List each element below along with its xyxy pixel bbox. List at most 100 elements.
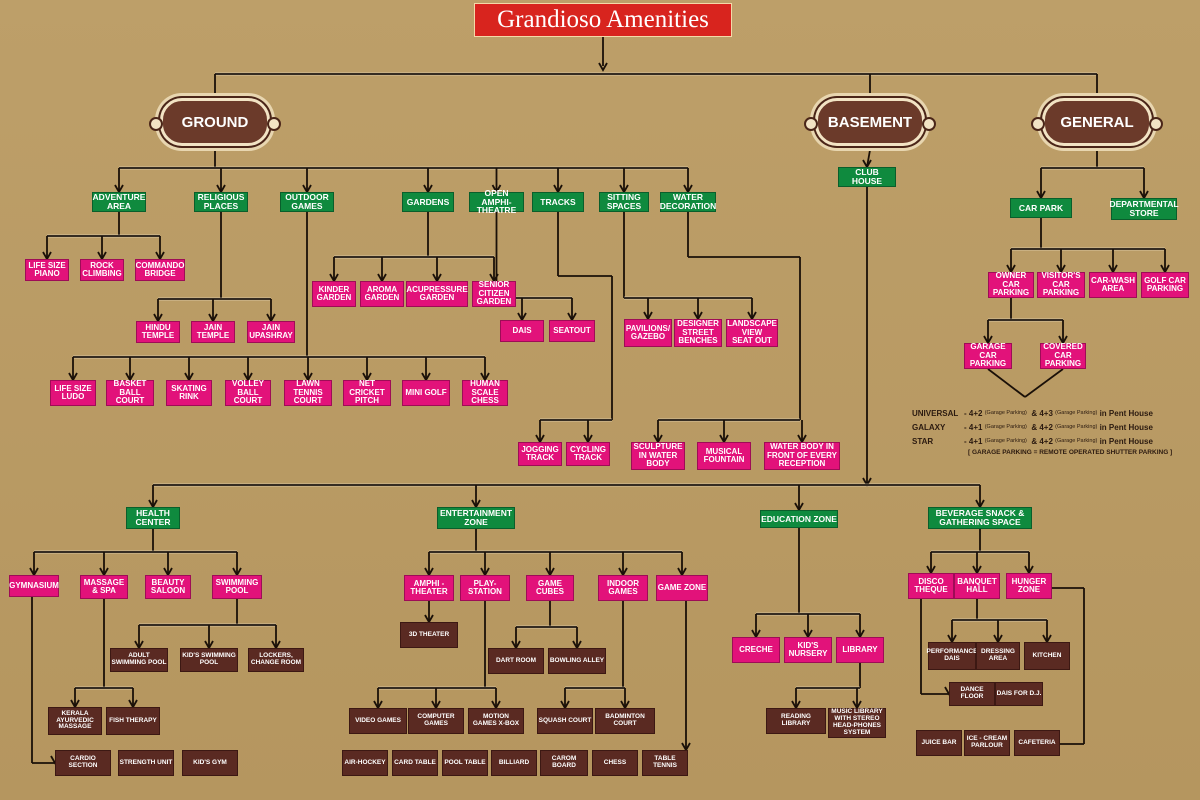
massage-spa-box: MASSAGE & SPA (80, 575, 128, 599)
dart-room-box: DART ROOM (488, 648, 544, 674)
health-center-box: HEALTH CENTER (126, 507, 180, 529)
chess-box: CHESS (592, 750, 638, 776)
legend-row-universal: UNIVERSAL - 4+2 (Garage Parking) & 4+3 (… (912, 408, 1153, 418)
jain-temple-box: JAIN TEMPLE (191, 321, 235, 343)
strength-unit-box: STRENGTH UNIT (118, 750, 174, 776)
squash-court-box: SQUASH COURT (537, 708, 593, 734)
motion-games-xbox-box: MOTION GAMES X-BOX (468, 708, 524, 734)
ground-plaque: GROUND (149, 98, 281, 146)
dance-floor-box: DANCE FLOOR (949, 682, 995, 706)
dais-box: DAIS (500, 320, 544, 342)
card-table-box: CARD TABLE (392, 750, 438, 776)
juice-bar-box: JUICE BAR (916, 730, 962, 756)
reading-library-box: READING LIBRARY (766, 708, 826, 734)
golf-car-parking-box: GOLF CAR PARKING (1141, 272, 1189, 298)
parking-legend: UNIVERSAL - 4+2 (Garage Parking) & 4+3 (… (912, 406, 1192, 457)
water-decoration-box: WATER DECORATION (659, 192, 717, 212)
commando-bridge-box: COMMANDO BRIDGE (135, 259, 185, 281)
swimming-pool-box: SWIMMING POOL (212, 575, 262, 599)
sitting-spaces-box: SITTING SPACES (599, 192, 649, 212)
video-games-box: VIDEO GAMES (349, 708, 407, 734)
education-zone-box: EDUCATION ZONE (760, 510, 838, 528)
diagram-title: Grandioso Amenities (474, 3, 732, 37)
adventure-area-box: ADVENTURE AREA (92, 192, 146, 212)
performance-dais-box: PERFORMANCE DAIS (927, 642, 977, 670)
indoor-games-box: INDOOR GAMES (598, 575, 648, 601)
beverage-gathering-box: BEVERAGE SNACK & GATHERING SPACE (928, 507, 1032, 529)
kids-gym-box: KID'S GYM (182, 750, 238, 776)
billiard-box: BILLIARD (491, 750, 537, 776)
mini-golf-box: MINI GOLF (402, 380, 450, 406)
basket-ball-court-box: BASKET BALL COURT (106, 380, 154, 406)
kerala-ayurvedic-massage-box: KERALA AYURVEDIC MASSAGE (48, 707, 102, 735)
volley-ball-court-box: VOLLEY BALL COURT (225, 380, 271, 406)
library-box: LIBRARY (836, 637, 884, 663)
designer-street-benches-box: DESIGNER STREET BENCHES (674, 319, 722, 347)
pavilions-gazebo-box: PAVILIONS/ GAZEBO (624, 319, 672, 347)
open-amphitheatre-box: OPEN AMPHI- THEATRE (469, 188, 524, 215)
basement-plaque: BASEMENT (804, 98, 936, 146)
play-station-box: PLAY- STATION (460, 575, 510, 601)
badminton-court-box: BADMINTON COURT (595, 708, 655, 734)
skating-rink-box: SKATING RINK (166, 380, 212, 406)
title-arrow (598, 62, 608, 72)
lockers-change-room-box: LOCKERS, CHANGE ROOM (248, 648, 304, 672)
cycling-track-box: CYCLING TRACK (566, 442, 610, 466)
fish-therapy-box: FISH THERAPY (106, 707, 160, 735)
legend-row-star: STAR - 4+1 (Garage Parking) & 4+2 (Garag… (912, 436, 1153, 446)
car-park-box: CAR PARK (1010, 198, 1072, 218)
kitchen-box: KITCHEN (1024, 642, 1070, 670)
beauty-saloon-box: BEAUTY SALOON (145, 575, 191, 599)
dressing-area-box: DRESSING AREA (976, 642, 1020, 670)
entertainment-zone-box: ENTERTAINMENT ZONE (437, 507, 515, 529)
hunger-zone-box: HUNGER ZONE (1006, 573, 1052, 599)
computer-games-box: COMPUTER GAMES (408, 708, 464, 734)
sculpture-in-water-body-box: SCULPTURE IN WATER BODY (631, 442, 685, 470)
kinder-garden-box: KINDER GARDEN (312, 281, 356, 307)
game-zone-box: GAME ZONE (656, 575, 708, 601)
kids-nursery-box: KID'S NURSERY (784, 637, 832, 663)
disco-theque-box: DISCO THEQUE (908, 573, 954, 599)
pool-table-box: POOL TABLE (442, 750, 488, 776)
connector-line (866, 149, 871, 168)
visitors-car-parking-box: VISITOR'S CAR PARKING (1037, 272, 1085, 298)
net-cricket-pitch-box: NET CRICKET PITCH (343, 380, 391, 406)
musical-fountain-box: MUSICAL FOUNTAIN (697, 442, 751, 470)
adult-swimming-pool-box: ADULT SWIMMING POOL (110, 648, 168, 672)
seatout-box: SEATOUT (549, 320, 595, 342)
general-plaque: GENERAL (1031, 98, 1163, 146)
aroma-garden-box: AROMA GARDEN (360, 281, 404, 307)
hindu-temple-box: HINDU TEMPLE (136, 321, 180, 343)
dais-for-dj-box: DAIS FOR D.J. (995, 682, 1043, 706)
outdoor-games-box: OUTDOOR GAMES (280, 192, 334, 212)
banquet-hall-box: BANQUET HALL (954, 573, 1000, 599)
table-tennis-box: TABLE TENNIS (642, 750, 688, 776)
gardens-box: GARDENS (402, 192, 454, 212)
senior-citizen-garden-box: SENIOR CITIZEN GARDEN (472, 281, 516, 307)
ice-cream-parlour-box: ICE - CREAM PARLOUR (964, 730, 1010, 756)
water-body-reception-box: WATER BODY IN FRONT OF EVERY RECEPTION (764, 442, 840, 470)
gymnasium-box: GYMNASIUM (9, 575, 59, 597)
landscape-view-seat-out-box: LANDSCAPE VIEW SEAT OUT (726, 319, 778, 347)
air-hockey-box: AIR-HOCKEY (342, 750, 388, 776)
garage-car-parking-box: GARAGE CAR PARKING (964, 343, 1012, 369)
connector-line (1024, 368, 1064, 398)
owner-car-parking-box: OWNER CAR PARKING (988, 272, 1034, 298)
cafeteria-box: CAFETERIA (1014, 730, 1060, 756)
rock-climbing-box: ROCK CLIMBING (80, 259, 124, 281)
3d-theater-box: 3D THEATER (400, 622, 458, 648)
amphi-theater-box: AMPHI - THEATER (404, 575, 454, 601)
religious-places-box: RELIGIOUS PLACES (194, 192, 248, 212)
life-size-piano-box: LIFE SIZE PIANO (25, 259, 69, 281)
kids-swimming-pool-box: KID'S SWIMMING POOL (180, 648, 238, 672)
car-wash-area-box: CAR-WASH AREA (1089, 272, 1137, 298)
bowling-alley-box: BOWLING ALLEY (548, 648, 606, 674)
legend-row-galaxy: GALAXY - 4+1 (Garage Parking) & 4+2 (Gar… (912, 422, 1153, 432)
lawn-tennis-court-box: LAWN TENNIS COURT (284, 380, 332, 406)
departmental-store-box: DEPARTMENTAL STORE (1109, 198, 1179, 220)
jain-upashray-box: JAIN UPASHRAY (247, 321, 295, 343)
legend-note: [ GARAGE PARKING = REMOTE OPERATED SHUTT… (968, 449, 1173, 456)
music-library-box: MUSIC LIBRARY WITH STEREO HEAD-PHONES SY… (828, 708, 886, 738)
life-size-ludo-box: LIFE SIZE LUDO (50, 380, 96, 406)
